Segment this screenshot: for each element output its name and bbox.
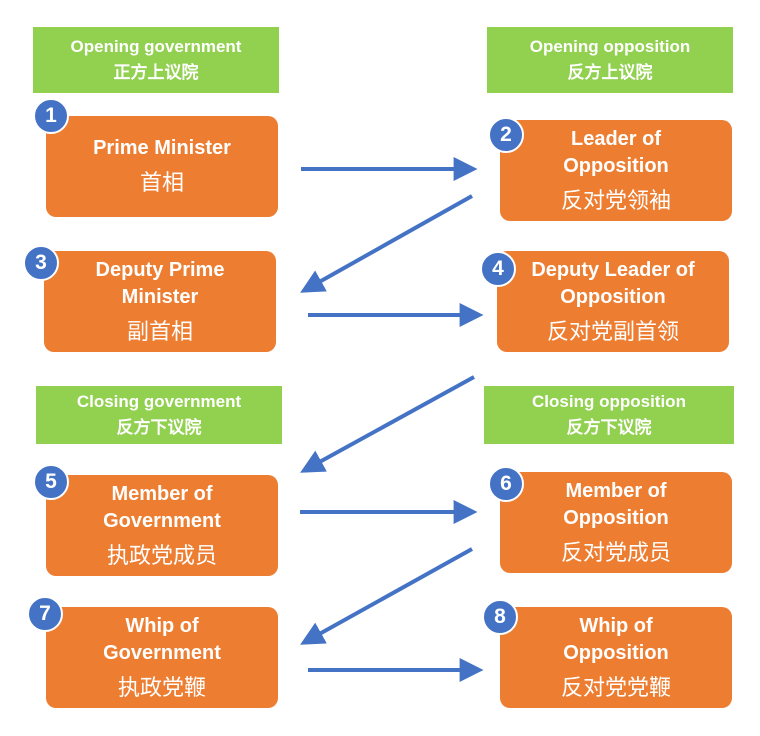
speaker-box-3: Deputy Prime Minister 副首相 [44,251,276,352]
speaker-3-en: Deputy Prime Minister [95,258,225,308]
header-closing-opposition: Closing opposition 反方下议院 [484,386,734,444]
header-closing-opposition-en: Closing opposition [532,392,686,411]
speaker-5-en: Member of Government [103,482,221,532]
arrow-2-to-3 [300,194,473,293]
badge-7: 7 [27,596,63,632]
speaker-box-5: Member of Government 执政党成员 [46,475,278,576]
badge-5: 5 [33,464,69,500]
badge-6: 6 [488,466,524,502]
speaker-box-8: Whip of Opposition 反对党党鞭 [500,607,732,708]
badge-3: 3 [23,245,59,281]
header-opening-government-en: Opening government [70,37,242,56]
badge-8: 8 [482,599,518,635]
speaker-2-zh: 反对党领袖 [560,187,671,213]
speaker-8-zh: 反对党党鞭 [560,674,671,700]
header-opening-opposition-en: Opening opposition [529,37,691,56]
header-opening-opposition: Opening opposition 反方上议院 [487,27,733,93]
header-closing-opposition-zh: 反方下议院 [566,418,652,437]
header-closing-government-en: Closing government [76,392,242,411]
header-closing-government-zh: 反方下议院 [116,418,202,437]
speaker-2-en: Leader of Opposition [563,127,669,177]
speaker-box-2: Leader of Opposition 反对党领袖 [500,120,732,221]
arrow-4-to-5 [300,375,475,473]
header-opening-government: Opening government 正方上议院 [33,27,279,93]
speaker-8-en: Whip of Opposition [563,614,669,664]
speaker-7-zh: 执政党鞭 [117,674,206,700]
speaker-7-en: Whip of Government [103,614,221,664]
badge-4: 4 [480,251,516,287]
speaker-6-en: Member of Opposition [563,479,669,529]
speaker-4-en: Deputy Leader of Opposition [531,258,695,308]
arrow-6-to-7 [300,547,473,645]
header-opening-opposition-zh: 反方上议院 [567,63,653,82]
speaker-6-zh: 反对党成员 [560,539,671,565]
badge-1: 1 [33,98,69,134]
speaker-box-6: Member of Opposition 反对党成员 [500,472,732,573]
speaker-box-1: Prime Minister 首相 [46,116,278,217]
speaker-5-zh: 执政党成员 [106,542,217,568]
speaker-4-zh: 反对党副首领 [546,318,679,344]
speaker-box-4: Deputy Leader of Opposition 反对党副首领 [497,251,729,352]
speaker-3-zh: 副首相 [126,318,193,344]
badge-2: 2 [488,117,524,153]
header-closing-government: Closing government 反方下议院 [36,386,282,444]
speaker-1-zh: 首相 [139,170,184,195]
speaker-box-7: Whip of Government 执政党鞭 [46,607,278,708]
header-opening-government-zh: 正方上议院 [113,63,199,82]
speaker-1-en: Prime Minister [93,137,231,159]
